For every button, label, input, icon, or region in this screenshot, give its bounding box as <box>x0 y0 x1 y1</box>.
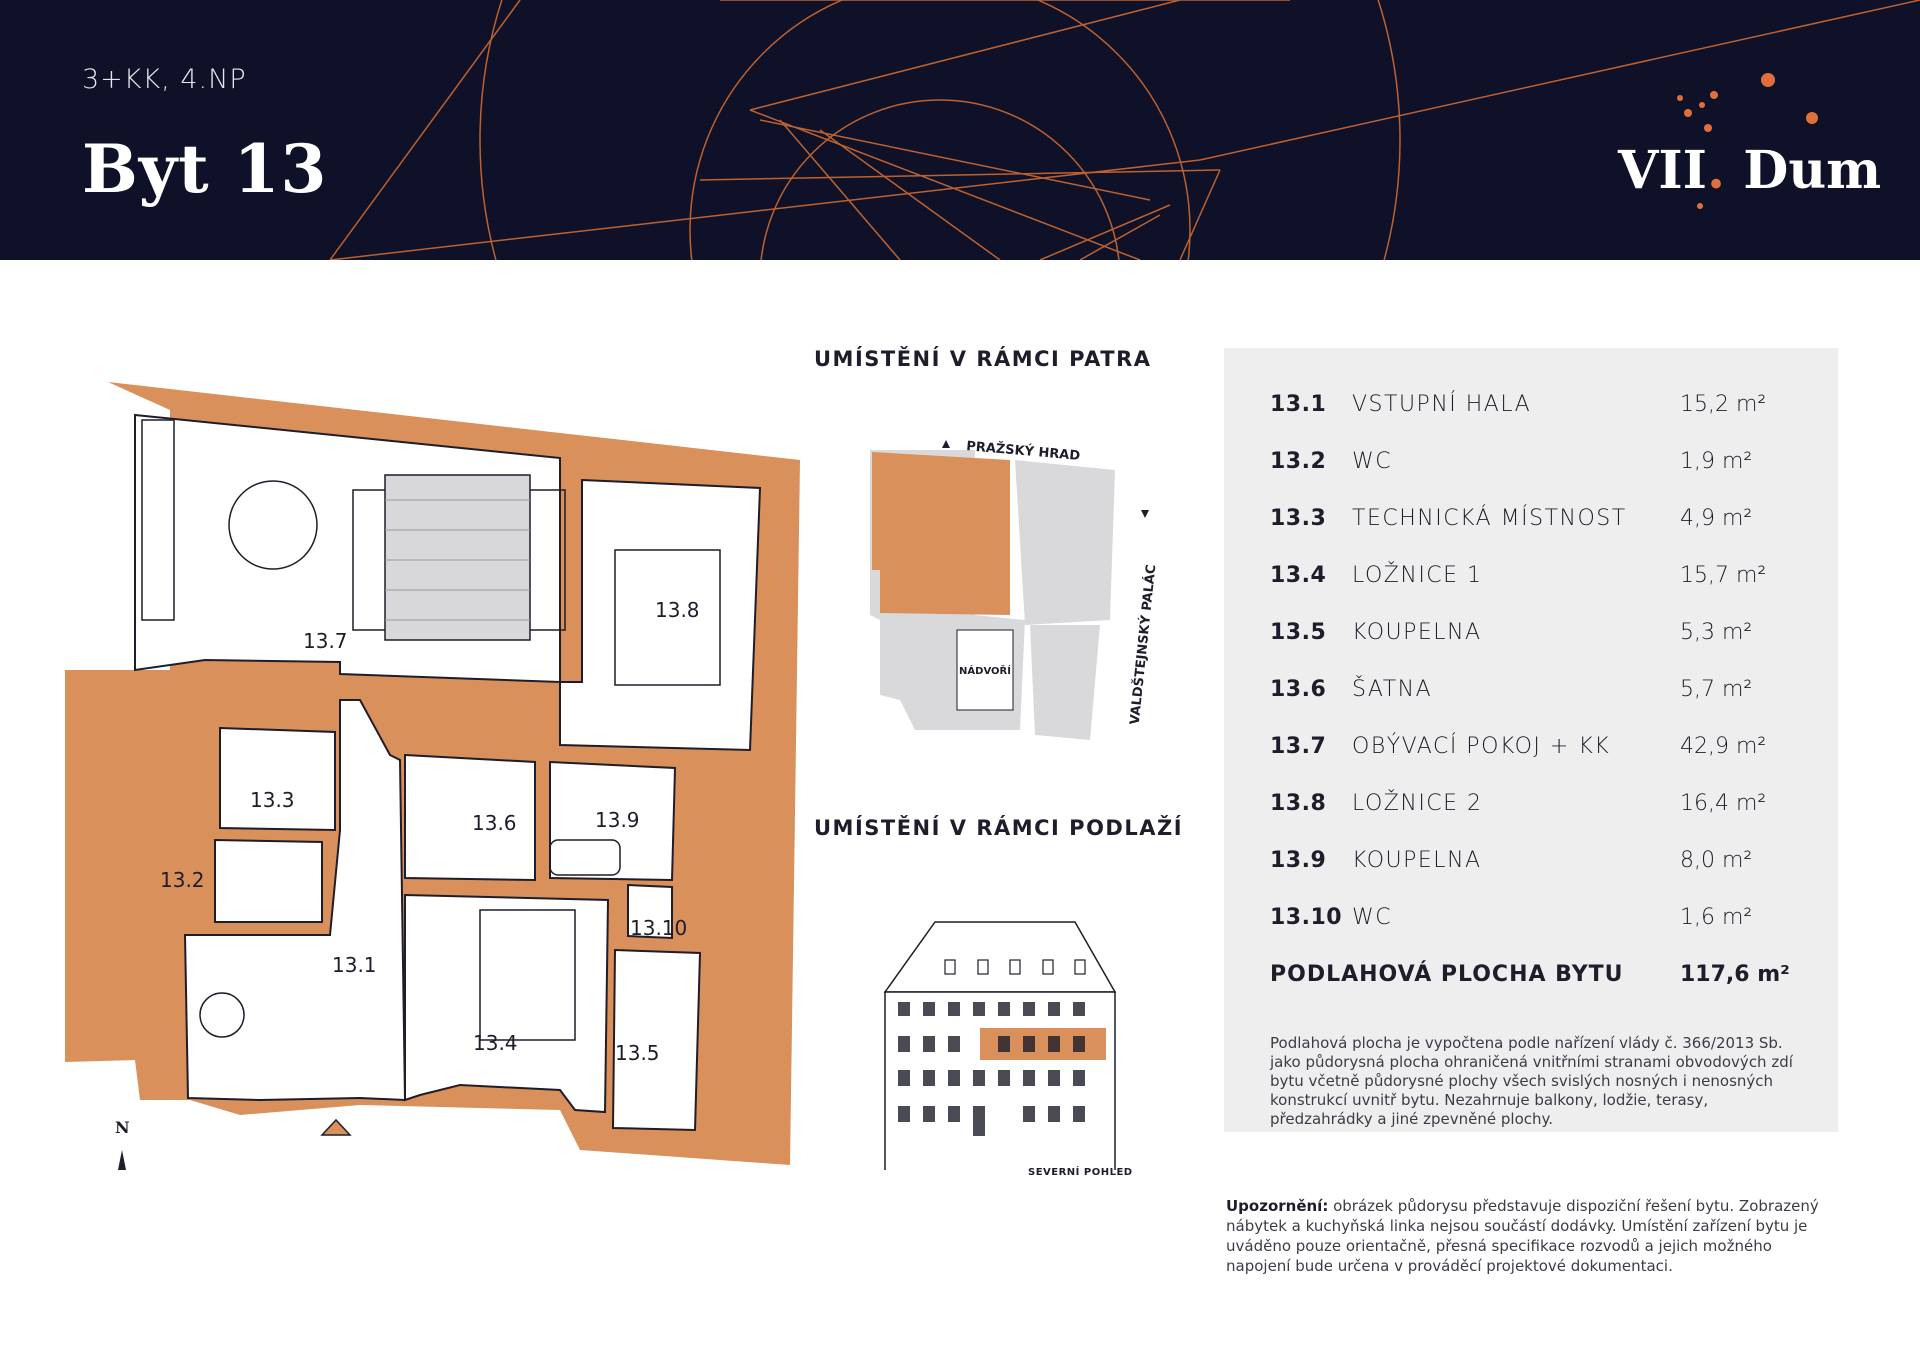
table-row: 13.5 KOUPELNA 5,3 m² <box>1270 620 1810 650</box>
table-row: 13.9 KOUPELNA 8,0 m² <box>1270 848 1810 878</box>
rooms-table: 13.1 VSTUPNÍ HALA 15,2 m² 13.2 WC 1,9 m²… <box>1224 348 1838 1132</box>
room-label: 13.2 <box>160 868 205 892</box>
bathtub-13-9 <box>549 839 621 876</box>
room-label: 13.1 <box>332 953 377 977</box>
room-area: 42,9 m² <box>1680 734 1767 759</box>
room-area: 1,9 m² <box>1680 449 1753 474</box>
table-row: 13.2 WC 1,9 m² <box>1270 449 1810 479</box>
room-number: 13.2 <box>1270 449 1327 474</box>
room-13-1-area <box>183 699 407 1102</box>
room-label: 13.8 <box>655 598 700 622</box>
room-number: 13.1 <box>1270 392 1327 417</box>
table-row: 13.6 ŠATNA 5,7 m² <box>1270 677 1810 707</box>
east-triangle-icon <box>1141 510 1149 518</box>
building-elevation <box>883 921 1117 1170</box>
north-triangle-icon <box>942 440 950 448</box>
room-name: ŠATNA <box>1352 677 1433 702</box>
header-banner: 3+KK, 4.NP Byt 13 VII. Dum <box>0 0 1920 260</box>
table-row: 13.1 VSTUPNÍ HALA 15,2 m² <box>1270 392 1810 422</box>
armchair <box>199 992 245 1038</box>
page-title: Byt 13 <box>82 130 328 208</box>
brand-part2: Dum <box>1743 140 1882 201</box>
room-name: LOŽNICE 2 <box>1352 791 1483 816</box>
total-area: 117,6 m² <box>1680 962 1790 987</box>
room-area: 4,9 m² <box>1680 506 1753 531</box>
view-label: SEVERNÍ POHLED <box>1028 1167 1133 1178</box>
room-number: 13.8 <box>1270 791 1327 816</box>
room-13-9-area <box>549 760 677 882</box>
room-name: OBÝVACÍ POKOJ + KK <box>1352 734 1611 759</box>
table-row: 13.3 TECHNICKÁ MÍSTNOST 4,9 m² <box>1270 506 1810 536</box>
room-name: KOUPELNA <box>1352 848 1482 873</box>
room-number: 13.10 <box>1270 905 1343 930</box>
room-name: WC <box>1352 449 1393 474</box>
floor-location-title: UMÍSTĚNÍ V RÁMCI PATRA <box>814 347 1152 371</box>
room-name: KOUPELNA <box>1352 620 1482 645</box>
dining-table <box>228 480 318 570</box>
room-number: 13.7 <box>1270 734 1327 759</box>
warning-note: Upozornění: obrázek půdorysu představuje… <box>1226 1196 1826 1276</box>
room-area: 16,4 m² <box>1680 791 1767 816</box>
room-number: 13.6 <box>1270 677 1327 702</box>
room-13-2-area <box>214 838 323 923</box>
room-label: 13.9 <box>595 808 640 832</box>
courtyard <box>956 629 1014 711</box>
room-number: 13.4 <box>1270 563 1327 588</box>
table-row: 13.8 LOŽNICE 2 16,4 m² <box>1270 791 1810 821</box>
brand-logo: VII. Dum <box>1618 140 1881 201</box>
room-name: TECHNICKÁ MÍSTNOST <box>1352 506 1627 531</box>
warning-text: obrázek půdorysu představuje dispoziční … <box>1226 1197 1819 1275</box>
room-area: 15,7 m² <box>1680 563 1767 588</box>
table-row: 13.10 WC 1,6 m² <box>1270 905 1810 935</box>
floor-plan: 13.7 13.8 13.3 13.6 13.9 13.2 13.10 13.1… <box>65 382 800 1170</box>
warning-label: Upozornění: <box>1226 1197 1329 1215</box>
valdstejnsky-label: VALDŠTEJNSKÝ PALÁC <box>1127 564 1160 726</box>
room-number: 13.5 <box>1270 620 1327 645</box>
north-label: N <box>115 1118 130 1137</box>
room-area: 15,2 m² <box>1680 392 1767 417</box>
level-location-title: UMÍSTĚNÍ V RÁMCI PODLAŽÍ <box>814 816 1184 840</box>
room-label: 13.7 <box>303 629 348 653</box>
brand-part1: VII <box>1618 140 1707 201</box>
header-decoration <box>329 0 1920 260</box>
room-label: 13.3 <box>250 788 295 812</box>
room-label: 13.6 <box>472 811 517 835</box>
room-label: 13.10 <box>630 916 687 940</box>
room-area: 8,0 m² <box>1680 848 1753 873</box>
total-label: PODLAHOVÁ PLOCHA BYTU <box>1270 962 1624 987</box>
floor-location-map: NÁDVOŘÍ PRAŽSKÝ HRAD VALDŠTEJNSKÝ PALÁC <box>870 438 1160 740</box>
room-area: 5,3 m² <box>1680 620 1753 645</box>
room-area: 5,7 m² <box>1680 677 1753 702</box>
apartment-highlight <box>872 452 1010 615</box>
apartment-type: 3+KK, 4.NP <box>82 64 247 95</box>
brand-dot: . <box>1707 140 1726 201</box>
room-13-8-area <box>559 478 762 752</box>
room-name: VSTUPNÍ HALA <box>1352 392 1532 417</box>
room-name: WC <box>1352 905 1393 930</box>
table-row: 13.7 OBÝVACÍ POKOJ + KK 42,9 m² <box>1270 734 1810 764</box>
total-row: PODLAHOVÁ PLOCHA BYTU 117,6 m² <box>1270 962 1810 992</box>
room-number: 13.3 <box>1270 506 1327 531</box>
north-arrow-icon <box>118 1150 126 1170</box>
entrance-marker <box>320 1118 352 1136</box>
rug <box>384 474 531 641</box>
room-label: 13.5 <box>615 1041 660 1065</box>
room-name: LOŽNICE 1 <box>1352 563 1483 588</box>
area-note: Podlahová plocha je vypočtena podle naří… <box>1270 1034 1793 1128</box>
courtyard-label: NÁDVOŘÍ <box>959 664 1011 677</box>
bed-13-8 <box>614 549 721 686</box>
room-label: 13.4 <box>473 1031 518 1055</box>
room-13-10-area <box>627 883 673 940</box>
room-area: 1,6 m² <box>1680 905 1753 930</box>
table-row: 13.4 LOŽNICE 1 15,7 m² <box>1270 563 1810 593</box>
kitchen-counter <box>141 419 175 621</box>
bed-13-4 <box>479 909 576 1041</box>
room-13-3-area <box>219 726 336 832</box>
room-number: 13.9 <box>1270 848 1327 873</box>
room-13-6-area <box>404 753 536 882</box>
room-13-5-area <box>611 948 702 1132</box>
room-13-4-area <box>404 893 610 1114</box>
logo-dots-icon <box>1677 73 1818 209</box>
